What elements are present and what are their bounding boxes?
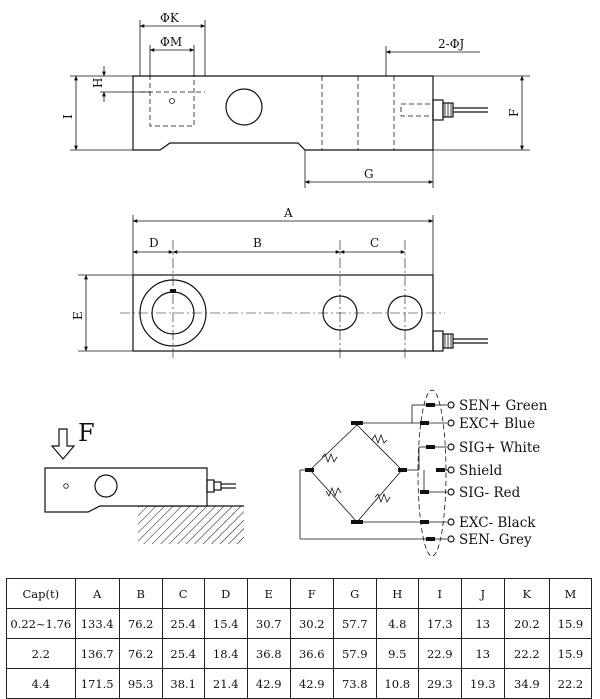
table-cell: 57.9 [332,638,377,669]
wire-label-sen-plus: SEN+ Green [459,398,548,414]
table-cell: 73.8 [332,668,377,699]
wire-label-sen-minus: SEN- Grey [459,532,532,548]
label-m: ΦM [160,35,182,49]
table-cell: 42.9 [289,668,334,699]
table-cell: H [375,578,419,609]
table-cell: I [417,578,462,609]
wire-label-sig-plus: SIG+ White [459,440,540,456]
table-cell: 57.7 [332,608,377,639]
table-cell: 29.3 [417,668,462,699]
table-cell: 34.9 [503,668,550,699]
table-cell: 19.3 [460,668,505,699]
table-cell: 10.8 [375,668,419,699]
label-h: H [91,78,105,88]
label-j: 2-ΦJ [438,37,465,51]
table-cell: 95.3 [118,668,163,699]
wiring-diagram: SEN+ Green EXC+ Blue SIG+ White Shield S… [299,389,548,557]
label-b: B [253,236,262,250]
table-cell: J [460,578,505,609]
table-cell: 13 [460,638,505,669]
table-cell: 20.2 [503,608,550,639]
plan-view: A D B C E [71,206,488,358]
table-cell: 21.4 [203,668,248,699]
table-cell: 25.4 [161,638,205,669]
label-f: F [507,109,521,117]
table-cell: 133.4 [74,608,120,639]
label-e: E [71,311,85,320]
table-cell: G [332,578,377,609]
wire-label-exc-plus: EXC+ Blue [459,416,535,432]
table-cell: 22.2 [548,668,593,699]
mounting-sketch: F [44,419,244,544]
force-label: F [78,419,95,447]
table-cell: 13 [460,608,505,639]
table-cell: 18.4 [203,638,248,669]
table-cell: 30.2 [289,608,334,639]
table-cell: C [161,578,205,609]
wire-label-shield: Shield [459,463,503,479]
table-cell: 15.4 [203,608,248,639]
table-cell: E [246,578,291,609]
table-cell: 0.22~1.76 [6,608,76,639]
label-c: C [370,236,379,250]
wire-label-exc-minus: EXC- Black [459,515,536,531]
table-cell: F [289,578,334,609]
table-cell: 22.9 [417,638,462,669]
label-a: A [283,206,293,220]
table-cell: 4.8 [375,608,419,639]
table-cell: D [203,578,248,609]
label-i: I [61,114,75,119]
force-arrow-icon [50,428,76,460]
table-cell: 4.4 [6,668,76,699]
table-cell: 30.7 [246,608,291,639]
label-g: G [364,167,374,181]
table-cell: 25.4 [161,608,205,639]
table-cell: M [548,578,593,609]
table-cell: 22.2 [503,638,550,669]
label-k: ΦK [160,11,180,25]
label-d: D [149,236,159,250]
table-cell: K [503,578,550,609]
table-cell: 36.6 [289,638,334,669]
load-cell-drawing: ΦK ΦM 2-ΦJ H I F G [44,11,548,557]
table-cell: 38.1 [161,668,205,699]
table-cell: A [74,578,120,609]
table-cell: Cap(t) [6,578,76,609]
table-cell: 9.5 [375,638,419,669]
wire-label-sig-minus: SIG- Red [459,485,521,501]
table-cell: 2.2 [6,638,76,669]
table-cell: 76.2 [118,608,163,639]
table-cell: 42.9 [246,668,291,699]
table-cell: 171.5 [74,668,120,699]
table-cell: 15.9 [548,608,593,639]
table-cell: 15.9 [548,638,593,669]
table-cell: B [118,578,163,609]
table-cell: 76.2 [118,638,163,669]
front-view: ΦK ΦM 2-ΦJ H I F G [61,11,530,188]
table-cell: 17.3 [417,608,462,639]
table-cell: 136.7 [74,638,120,669]
table-cell: 36.8 [246,638,291,669]
